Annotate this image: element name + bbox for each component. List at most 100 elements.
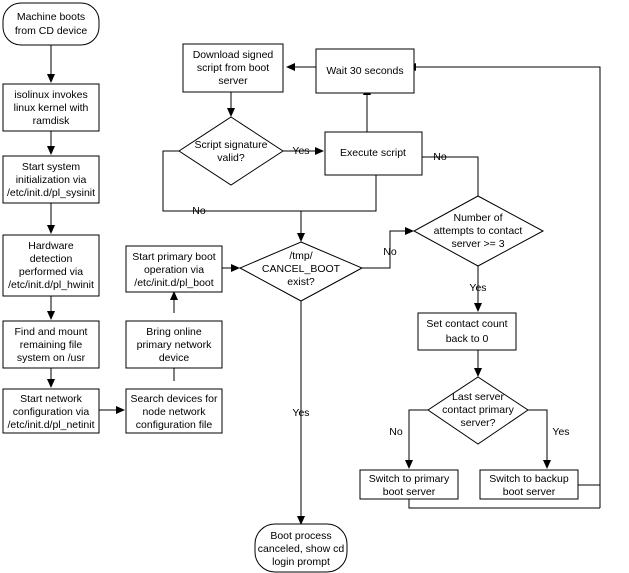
hwinit-label-0: Hardware <box>28 240 74 252</box>
arrowhead-mount-to-netinit <box>47 379 55 388</box>
arrowhead-sigvalid-yes-to-execute <box>315 147 324 155</box>
node-reset-count[interactable]: Set contact count back to 0 <box>417 312 517 351</box>
download-script-shape <box>182 43 284 93</box>
bring-online-label-1: primary network <box>137 339 212 351</box>
edge-label-sig-yes: Yes <box>292 145 309 157</box>
arrowhead-machine-to-isolinux <box>47 74 55 83</box>
node-bring-online[interactable]: Bring online primary network device <box>125 320 223 369</box>
node-wait-30[interactable]: Wait 30 seconds <box>315 48 415 94</box>
attempts-label-2: server >= 3 <box>451 238 504 250</box>
cancel-boot-label-2: exist? <box>287 276 315 288</box>
isolinux-label-0: isolinux invokes <box>14 89 88 101</box>
node-netinit[interactable]: Start network configuration via /etc/ini… <box>2 388 100 434</box>
node-execute-script[interactable]: Execute script <box>324 131 423 176</box>
edge-return-riser-to-wait <box>414 66 601 508</box>
boot-canceled-label-1: canceled, show cd <box>258 543 345 555</box>
switch-backup-label-1: boot server <box>503 486 556 498</box>
start-boot-label-1: operation via <box>144 264 204 276</box>
edge-label-attempts-no: No <box>433 151 447 163</box>
arrowhead-bring-to-startboot <box>170 291 178 300</box>
attempts-label-0: Number of <box>453 212 502 224</box>
arrowhead-cancelboot-yes-to-terminal <box>297 516 305 525</box>
isolinux-shape <box>2 83 100 132</box>
boot-canceled-label-2: login prompt <box>272 556 330 568</box>
download-script-label-1: script from boot <box>197 62 269 74</box>
mount-usr-label-1: remaining file <box>20 339 83 351</box>
machine-boots-label-0: Machine boots <box>17 11 85 23</box>
wait-30-label-0: Wait 30 seconds <box>326 65 403 77</box>
cancel-boot-label-0: /tmp/ <box>289 250 312 262</box>
cancel-boot-label-1: CANCEL_BOOT <box>262 263 341 275</box>
arrowhead-cancelboot-no-to-attempts <box>405 227 414 235</box>
node-sysinit[interactable]: Start system initialization via /etc/ini… <box>2 155 100 204</box>
switch-backup-shape <box>479 469 579 500</box>
node-mount-usr[interactable]: Find and mount remaining file system on … <box>2 320 100 369</box>
reset-count-label-0: Set contact count <box>426 318 507 330</box>
node-boot-canceled[interactable]: Boot process canceled, show cd login pro… <box>254 523 348 573</box>
last-primary-shape <box>427 376 529 445</box>
last-primary-label-2: server? <box>460 417 495 429</box>
hwinit-label-3: /etc/init.d/pl_hwinit <box>8 279 94 291</box>
node-start-boot[interactable]: Start primary boot operation via /etc/in… <box>125 245 223 293</box>
attempts-label-1: attempts to contact <box>434 225 523 237</box>
arrowhead-netinit-to-search <box>116 406 125 414</box>
hwinit-label-2: performed via <box>19 266 83 278</box>
node-hwinit[interactable]: Hardware detection performed via /etc/in… <box>2 234 100 297</box>
edge-label-cancel-yes: Yes <box>292 407 309 419</box>
hwinit-label-1: detection <box>30 253 73 265</box>
nodes: Machine boots from CD device isolinux in… <box>2 2 579 573</box>
edge-execute-down-to-junction <box>300 175 377 235</box>
node-cancel-boot[interactable]: /tmp/ CANCEL_BOOT exist? <box>238 241 364 302</box>
bring-online-label-2: device <box>159 352 190 364</box>
node-isolinux[interactable]: isolinux invokes linux kernel with ramdi… <box>2 83 100 132</box>
sysinit-label-2: /etc/init.d/pl_sysinit <box>7 187 95 199</box>
search-devices-label-1: node network <box>142 406 206 418</box>
arrowhead-attempts-yes-to-reset <box>474 303 482 312</box>
bring-online-label-0: Bring online <box>146 326 202 338</box>
switch-primary-label-0: Switch to primary <box>369 473 450 485</box>
arrowhead-sysinit-to-hwinit <box>47 225 55 234</box>
node-switch-backup[interactable]: Switch to backup boot server <box>479 469 579 500</box>
isolinux-label-1: linux kernel with <box>14 102 89 114</box>
attempts-shape <box>412 195 545 267</box>
mount-usr-label-0: Find and mount <box>15 326 88 338</box>
machine-boots-shape <box>2 2 100 46</box>
node-download-script[interactable]: Download signed script from boot server <box>182 43 284 93</box>
start-boot-label-0: Start primary boot <box>132 251 216 263</box>
execute-script-shape <box>324 131 423 176</box>
boot-canceled-label-0: Boot process <box>270 530 331 542</box>
machine-boots-label-1: from CD device <box>15 25 88 37</box>
node-sig-valid[interactable]: Script signature valid? <box>178 116 284 186</box>
node-attempts[interactable]: Number of attempts to contact server >= … <box>412 195 545 267</box>
mount-usr-shape <box>2 320 100 369</box>
arrowhead-into-cancelboot-top <box>297 233 305 242</box>
sysinit-label-0: Start system <box>22 161 81 173</box>
arrowhead-startboot-to-cancelboot <box>231 264 240 272</box>
isolinux-label-2: ramdisk <box>33 115 71 127</box>
download-script-label-0: Download signed <box>193 49 274 61</box>
bring-online-shape <box>125 320 223 369</box>
arrowhead-reset-to-lastprimary <box>474 368 482 377</box>
netinit-label-1: configuration via <box>13 406 90 418</box>
arrowhead-hwinit-to-mount <box>47 311 55 320</box>
node-switch-primary[interactable]: Switch to primary boot server <box>359 469 459 500</box>
boot-canceled-shape <box>254 523 348 573</box>
edge-label-cancel-no: No <box>383 246 397 258</box>
edge-label-sig-no: No <box>192 205 206 217</box>
node-machine-boots[interactable]: Machine boots from CD device <box>2 2 100 46</box>
sysinit-label-1: initialization via <box>16 174 87 186</box>
edge-lastprimary-yes-path <box>528 409 548 462</box>
edge-label-attempts-yes: Yes <box>469 282 486 294</box>
sig-valid-shape <box>178 116 284 186</box>
arrowhead-isolinux-to-sysinit <box>47 146 55 155</box>
node-search-devices[interactable]: Search devices for node network configur… <box>125 388 223 434</box>
arrowhead-lastprimary-no-to-switchprimary <box>405 460 413 469</box>
node-last-primary[interactable]: Last server contact primary server? <box>427 376 529 445</box>
search-devices-shape <box>125 388 223 434</box>
arrowhead-lastprimary-yes-to-switchbackup <box>543 460 551 469</box>
cancel-boot-shape <box>238 241 364 302</box>
search-devices-label-0: Search devices for <box>131 393 218 405</box>
switch-backup-label-0: Switch to backup <box>489 473 569 485</box>
